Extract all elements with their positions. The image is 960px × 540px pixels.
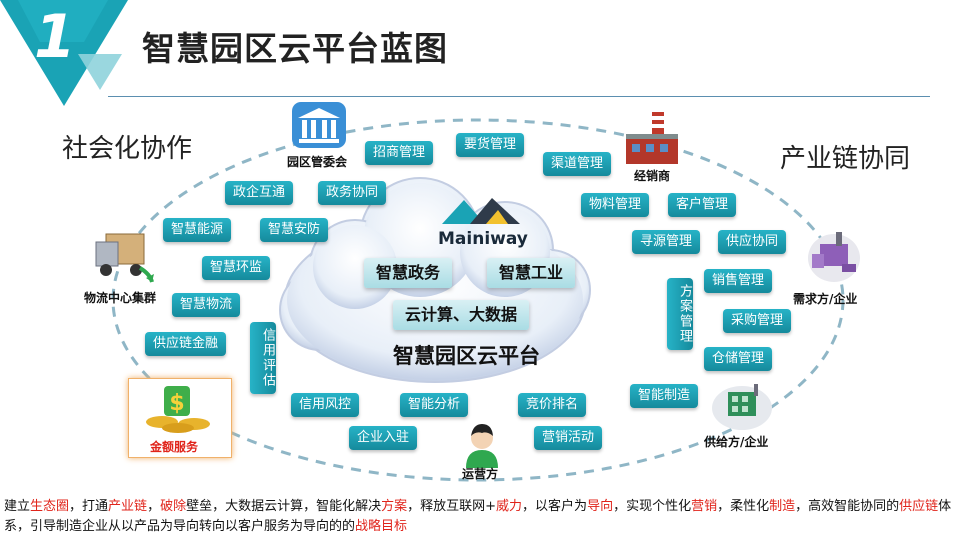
footer-highlight: 产业链 <box>108 499 148 514</box>
cloud-box-gov: 智慧政务 <box>364 258 453 288</box>
pill-warehouse: 仓储管理 <box>704 347 773 371</box>
pill-bidding: 竞价排名 <box>518 393 587 417</box>
slide-number: 1 <box>34 2 76 72</box>
social-collab-label: 社会化协作 <box>62 134 193 164</box>
park-committee-label: 园区管委会 <box>287 155 348 169</box>
supplier-enterprise-label: 供给方/企业 <box>704 435 769 449</box>
svg-text:$: $ <box>169 391 184 416</box>
footer-statement: 建立生态圈，打通产业链，破除壁垒，大数据云计算，智能化解决方案，释放互联网+威力… <box>4 497 956 537</box>
pill-purchase: 采购管理 <box>723 309 792 333</box>
pill-channel: 渠道管理 <box>543 152 612 176</box>
pill-sourcing: 寻源管理 <box>632 230 701 254</box>
demand-robot-icon <box>808 232 860 282</box>
footer-segment: ，释放互联网+ <box>407 499 497 514</box>
footer-segment: 壁垒，大数据云计算，智能化解决 <box>186 499 382 514</box>
footer-segment: ，以客户为 <box>522 499 588 514</box>
footer-segment: ，高效智能协同的 <box>795 499 900 514</box>
footer-highlight: 方案 <box>381 499 408 514</box>
footer-highlight: 营销 <box>691 499 718 514</box>
footer-highlight: 导向 <box>587 499 614 514</box>
factory-icon <box>626 112 678 164</box>
pill-material: 物料管理 <box>581 193 650 217</box>
footer-highlight: 威力 <box>496 499 523 514</box>
footer-segment: ，柔性化 <box>717 499 770 514</box>
pill-gov-collab: 政务协同 <box>318 181 387 205</box>
pill-credit-risk: 信用风控 <box>291 393 360 417</box>
pill-gov-enterprise: 政企互通 <box>225 181 294 205</box>
footer-segment: 建立 <box>4 499 31 514</box>
footer-highlight: 生态圈 <box>30 499 70 514</box>
pill-supply-collab: 供应协同 <box>718 230 787 254</box>
page-title: 智慧园区云平台蓝图 <box>142 29 448 68</box>
operator-person-icon <box>466 424 498 468</box>
cloud-box-bigdata: 云计算、大数据 <box>393 300 530 330</box>
pill-order: 要货管理 <box>456 133 525 157</box>
pill-sales: 销售管理 <box>704 269 773 293</box>
logistics-cluster-label: 物流中心集群 <box>84 291 157 305</box>
pill-marketing: 营销活动 <box>534 426 603 450</box>
pill-credit-eval: 信用评估 <box>250 322 276 394</box>
footer-highlight: 制造 <box>769 499 796 514</box>
footer-segment: ， <box>147 499 161 514</box>
footer-segment: ，打通 <box>69 499 109 514</box>
pill-environment: 智慧环监 <box>202 256 271 280</box>
pill-supply-finance: 供应链金融 <box>145 332 227 356</box>
industry-chain-label: 产业链协同 <box>780 144 911 174</box>
mainiway-logo-text: Mainiway <box>438 229 528 249</box>
pill-enterprise-entry: 企业入驻 <box>349 426 418 450</box>
footer-highlight: 破除 <box>160 499 187 514</box>
pill-solution: 方案管理 <box>667 278 693 350</box>
mainiway-logo-mark <box>442 198 520 224</box>
cloud-box-industry: 智慧工业 <box>487 258 576 288</box>
supplier-warehouse-icon <box>712 384 772 430</box>
pill-analysis: 智能分析 <box>400 393 469 417</box>
footer-segment: 体系，引导制造企业从以产品为导向转向以客户服务为导向的的 <box>4 499 952 534</box>
pill-energy: 智慧能源 <box>163 218 232 242</box>
pill-logistics: 智慧物流 <box>172 293 241 317</box>
pill-investment: 招商管理 <box>365 141 434 165</box>
pill-security: 智慧安防 <box>260 218 329 242</box>
government-building-icon <box>292 102 346 148</box>
pill-customer: 客户管理 <box>668 193 737 217</box>
distributor-label: 经销商 <box>634 169 671 183</box>
operator-label: 运营方 <box>462 467 499 481</box>
footer-segment: ，实现个性化 <box>613 499 692 514</box>
truck-icon <box>95 233 154 283</box>
money-icon: $ <box>146 386 210 433</box>
header-triangle <box>0 0 128 106</box>
cloud-title: 智慧园区云平台 <box>393 344 540 368</box>
title-divider <box>108 96 930 97</box>
demand-enterprise-label: 需求方/企业 <box>793 292 858 306</box>
pill-manufacturing: 智能制造 <box>630 384 699 408</box>
finance-service-label: 金额服务 <box>150 440 199 454</box>
footer-highlight: 供应链 <box>899 499 939 514</box>
footer-highlight: 战略目标 <box>355 519 408 534</box>
